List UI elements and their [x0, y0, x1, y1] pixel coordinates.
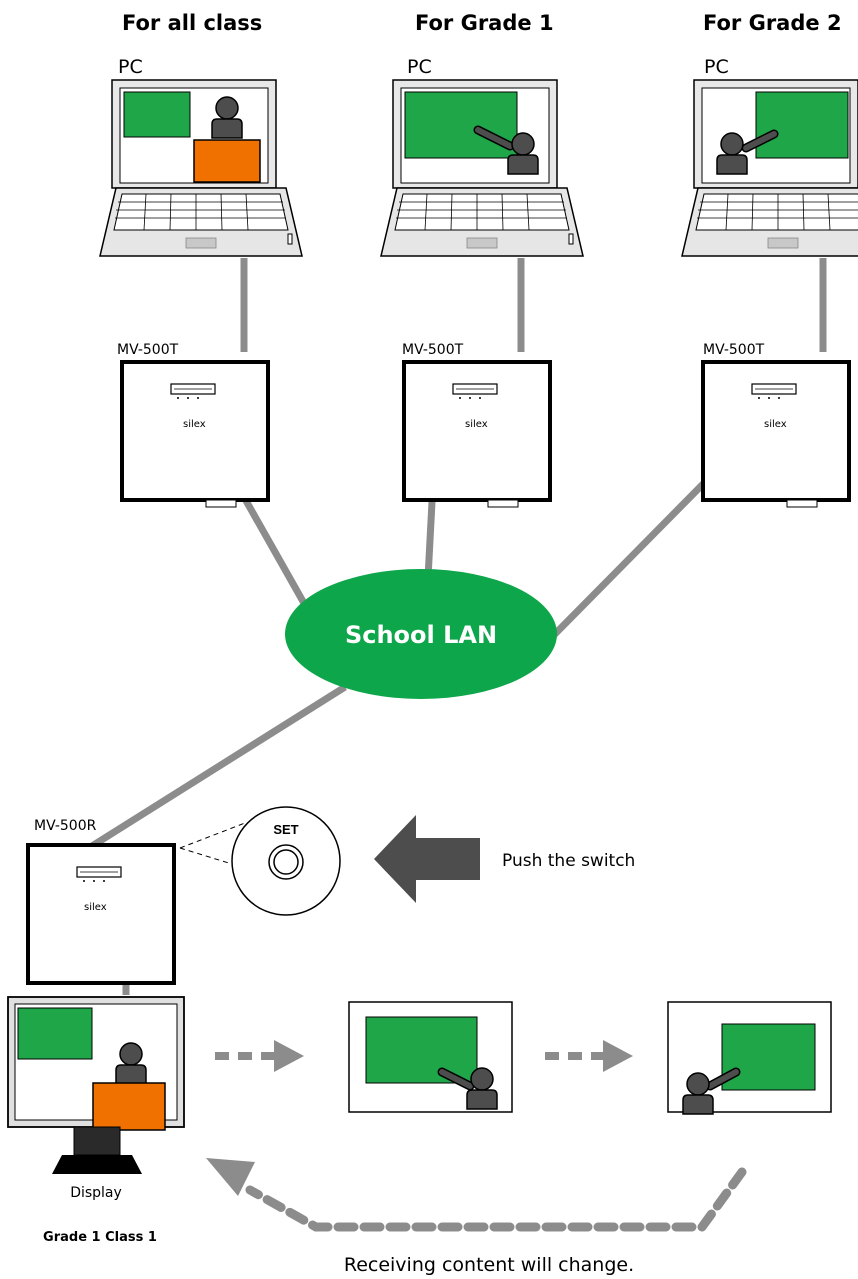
- receiver-label: MV-500R: [34, 818, 97, 834]
- brand-label: silex: [84, 902, 107, 913]
- transmitter-label: MV-500T: [402, 342, 464, 358]
- pc-label: PC: [704, 56, 729, 78]
- brand-label: silex: [183, 419, 206, 430]
- set-button-label: SET: [273, 822, 298, 837]
- transmitter-2: MV-500T silex: [402, 342, 552, 508]
- receiver: MV-500R silex: [26, 818, 246, 985]
- class-label: Grade 1 Class 1: [43, 1230, 157, 1245]
- brand-label: silex: [764, 419, 787, 430]
- footer-label: Receiving content will change.: [344, 1254, 634, 1276]
- heading-all-class: For all class: [122, 11, 262, 35]
- keyboard: [99, 187, 303, 257]
- flow-arrow-1: [215, 1040, 304, 1072]
- pc-label: PC: [118, 56, 143, 78]
- transmitter-3: MV-500T silex: [701, 342, 851, 508]
- grade2-content-card: [667, 1001, 832, 1115]
- laptop-grade1: PC: [380, 56, 584, 257]
- return-arrow: [206, 1158, 747, 1232]
- set-switch-zoom: SET: [231, 806, 341, 916]
- transmitter-1: MV-500T silex: [117, 342, 270, 508]
- desk-icon: [92, 1082, 166, 1131]
- display-label: Display: [70, 1185, 122, 1201]
- transmitter-label: MV-500T: [703, 342, 765, 358]
- push-arrow-icon: [374, 815, 480, 903]
- display-monitor: [7, 996, 185, 1174]
- transmitter-label: MV-500T: [117, 342, 179, 358]
- grade1-content-card: [348, 1001, 513, 1113]
- desk-icon: [193, 139, 261, 183]
- school-lan-label: School LAN: [345, 621, 497, 649]
- pc-label: PC: [407, 56, 432, 78]
- school-lan-cloud: [285, 569, 557, 699]
- flow-arrow-2: [545, 1040, 633, 1072]
- laptop-all-class: PC: [99, 56, 303, 257]
- keyboard: [380, 187, 584, 257]
- heading-grade1: For Grade 1: [415, 11, 554, 35]
- cables: [90, 258, 827, 995]
- laptop-grade2: PC: [681, 56, 858, 257]
- push-label: Push the switch: [502, 851, 635, 871]
- brand-label: silex: [465, 419, 488, 430]
- keyboard: [681, 187, 858, 257]
- heading-grade2: For Grade 2: [703, 11, 842, 35]
